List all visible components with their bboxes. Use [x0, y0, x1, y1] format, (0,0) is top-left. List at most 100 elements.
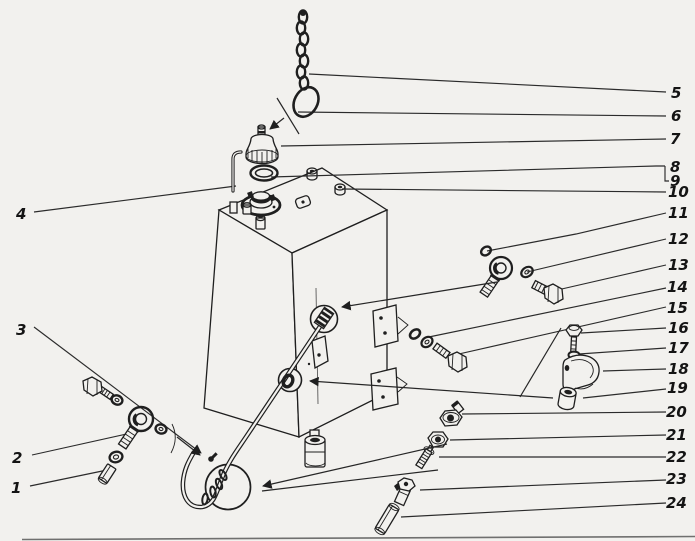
cap-knurling — [247, 148, 277, 163]
callout-18-leader — [602, 368, 667, 372]
banjo-fitting-20 — [439, 400, 465, 427]
callout-23-label: 23 — [666, 470, 687, 488]
filler-cap — [245, 124, 279, 165]
valve-23 — [393, 477, 416, 507]
washer-14 — [408, 328, 422, 340]
rod-end-cluster — [479, 245, 564, 305]
bolt-13 — [530, 279, 564, 305]
callout-8-leader — [270, 165, 665, 178]
callout-9-leader — [664, 166, 669, 182]
mounting-plate-lower — [370, 367, 408, 411]
callout-15-label: 15 — [667, 299, 688, 317]
callout-18-label: 18 — [668, 360, 689, 378]
washer-bracket-mark — [170, 423, 176, 454]
strainer-position-line — [261, 469, 439, 492]
page-scan-edge — [21, 535, 695, 541]
callout-4-leader — [33, 185, 237, 213]
callout-20-label: 20 — [666, 403, 687, 421]
callout-14-label: 14 — [667, 278, 688, 296]
callout-23-leader — [419, 479, 667, 491]
retaining-chain — [295, 9, 310, 91]
ring-1 — [108, 450, 124, 464]
split-ring — [292, 85, 320, 119]
callout-5-leader — [308, 73, 667, 93]
callout-16-leader — [580, 327, 667, 334]
outlet-pipe-24 — [374, 502, 400, 536]
strainer-position-arrow — [262, 443, 448, 489]
assembly-arrows — [176, 97, 562, 492]
callout-19-leader — [582, 388, 667, 399]
pipe-clamp-18 — [562, 354, 600, 392]
vent-tube — [229, 150, 243, 214]
callout-1-leader — [29, 468, 113, 487]
drain-fitting — [304, 429, 326, 468]
callout-17-label: 17 — [668, 339, 689, 357]
callout-13-label: 13 — [668, 256, 689, 274]
callout-9-label: 9 — [670, 172, 680, 190]
rod-end-eye — [479, 255, 514, 298]
filler-neck — [240, 191, 282, 230]
outlet-fitting — [313, 306, 335, 330]
callout-3-label: 3 — [16, 321, 26, 339]
callout-14-leader — [423, 287, 667, 339]
callout-12-leader — [526, 238, 667, 273]
grommet-position-arrow — [309, 376, 554, 399]
callout-11-label: 11 — [668, 204, 689, 222]
callout-19-label: 19 — [667, 379, 688, 397]
bolt-16 — [565, 324, 583, 353]
eye-bolt-2 — [117, 405, 155, 450]
bolt-left — [82, 376, 115, 401]
grommet-19 — [557, 386, 577, 411]
callout-11-leader — [486, 212, 667, 252]
left-hardware-cluster — [82, 376, 155, 485]
tank-face-pad — [307, 335, 329, 370]
sleeve-1 — [97, 463, 117, 485]
plate-fork-mark — [397, 316, 409, 335]
clamp-guide-line — [519, 327, 562, 398]
tank-top-pad — [294, 195, 312, 209]
callout-2-leader — [31, 432, 132, 456]
callout-1-label: 1 — [11, 479, 21, 497]
callout-6-leader — [297, 111, 667, 117]
leader-lines — [29, 73, 669, 518]
washer-3 — [154, 423, 176, 454]
pipe-grommet — [281, 373, 295, 389]
callout-22-label: 22 — [666, 448, 687, 466]
tank-top-bung-rear — [306, 167, 318, 181]
cap-leader-stroke — [276, 97, 300, 135]
callout-4-label: 4 — [15, 205, 26, 223]
callout-7-leader — [280, 138, 667, 147]
callout-15-leader — [449, 306, 667, 357]
plate-fork-mark-2 — [396, 376, 408, 393]
callout-10-leader — [341, 188, 667, 193]
mounting-plate-upper — [372, 304, 409, 348]
callout-21-label: 21 — [666, 426, 687, 444]
callout-12-label: 12 — [668, 230, 689, 248]
outlet-fitting-arrow — [341, 281, 498, 311]
callout-16-label: 16 — [668, 319, 689, 337]
neck-bolt — [255, 214, 266, 230]
callout-2-label: 2 — [12, 449, 22, 467]
fitting-cluster — [374, 400, 465, 536]
callout-20-leader — [461, 411, 667, 415]
callout-13-leader — [552, 264, 667, 292]
clamp-set — [557, 324, 600, 411]
pipe-coil — [201, 469, 228, 506]
nut-21 — [427, 431, 449, 448]
callout-7-label: 7 — [670, 130, 681, 148]
callout-8-label: 8 — [670, 158, 680, 176]
washer-left — [110, 394, 124, 406]
callout-10-label: 10 — [668, 183, 689, 201]
washer-position-arrow — [176, 436, 201, 456]
callout-5-label: 5 — [671, 84, 681, 102]
pipe-clip-screw — [208, 452, 218, 462]
callout-21-leader — [449, 434, 667, 441]
callout-3-leader — [33, 326, 202, 454]
callout-6-label: 6 — [671, 107, 681, 125]
washer-11 — [479, 245, 493, 257]
washer-12 — [520, 265, 534, 279]
washer-15 — [420, 335, 434, 349]
plate-washers-bolt — [408, 328, 468, 373]
